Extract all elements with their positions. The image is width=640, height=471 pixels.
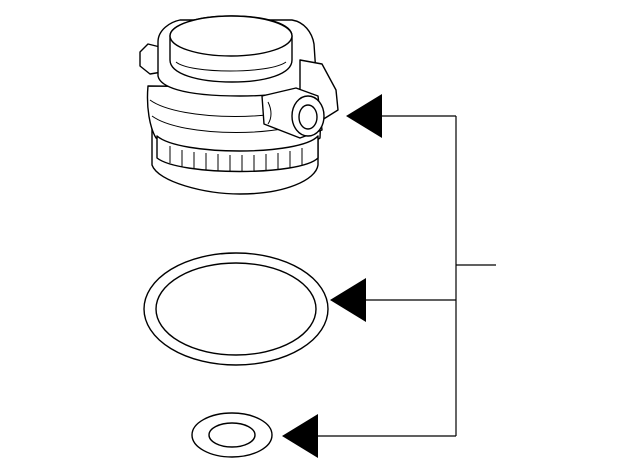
large-seal-ring bbox=[143, 252, 329, 366]
arrowhead-large-ring bbox=[330, 278, 366, 322]
arrowhead-small-ring bbox=[282, 414, 318, 458]
small-seal-ring bbox=[191, 412, 273, 458]
rib-lines bbox=[169, 146, 303, 172]
sensor-assembly bbox=[139, 15, 339, 195]
callout-leaders bbox=[318, 115, 496, 437]
arrowhead-sensor bbox=[346, 94, 382, 138]
